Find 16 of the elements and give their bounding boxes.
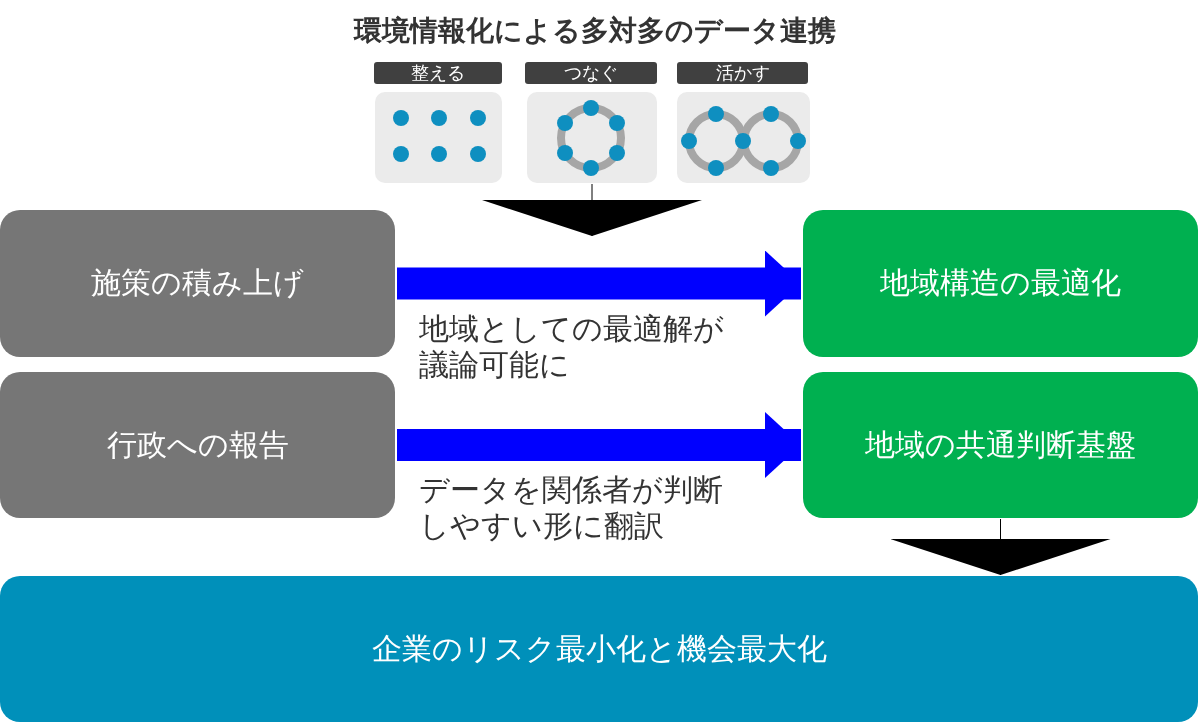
tab-label: 活かす: [677, 62, 808, 84]
chevron-arrow: [890, 518, 1111, 576]
result-box: 地域構造の最適化: [803, 210, 1198, 357]
icon-panel: [375, 92, 502, 183]
process-box: 施策の積み上げ: [0, 210, 395, 357]
icon-panel: [677, 92, 810, 183]
tab-label: つなぐ: [525, 62, 657, 84]
process-box: 行政への報告: [0, 372, 395, 518]
result-box: 地域の共通判断基盤: [803, 372, 1198, 518]
block-arrow: [397, 250, 801, 317]
icon-panel: [527, 92, 657, 183]
outcome-box: 企業のリスク最小化と機会最大化: [0, 576, 1198, 722]
title: 環境情報化による多対多のデータ連携: [352, 13, 837, 49]
block-arrow: [397, 412, 801, 478]
chevron-arrow: [482, 183, 702, 237]
tab-label: 整える: [374, 62, 502, 84]
